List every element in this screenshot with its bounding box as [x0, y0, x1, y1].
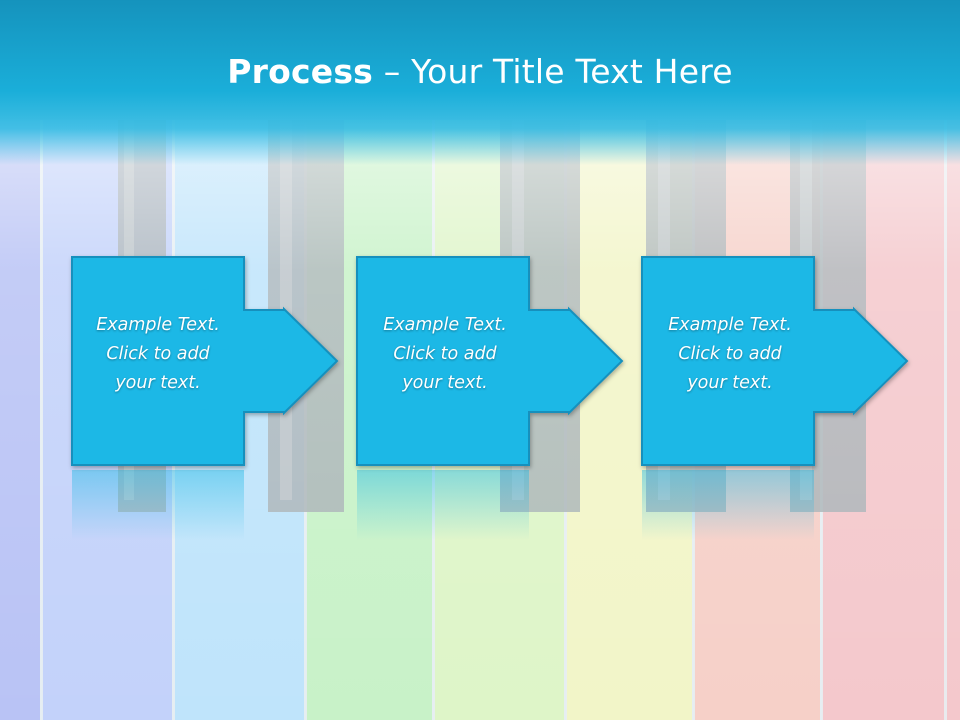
step-2-line-2: Click to add — [393, 344, 497, 364]
step-1-arrow-shape — [71, 256, 339, 466]
process-step-1[interactable] — [71, 256, 339, 466]
step-3-line-1: Example Text. — [668, 315, 792, 335]
step-1-line-2: Click to add — [106, 344, 210, 364]
step-1-line-1: Example Text. — [96, 315, 220, 335]
step-1-text[interactable]: Example Text. Click to add your text. — [72, 311, 244, 398]
step-2-line-1: Example Text. — [383, 315, 507, 335]
process-step-2[interactable] — [356, 256, 624, 466]
step-2-line-3: your text. — [402, 373, 488, 393]
step-3-arrow-shape — [641, 256, 909, 466]
title-bar — [0, 0, 960, 165]
step-3-line-3: your text. — [687, 373, 773, 393]
step-3-text[interactable]: Example Text. Click to add your text. — [642, 311, 818, 398]
step-2-text[interactable]: Example Text. Click to add your text. — [357, 311, 533, 398]
step-3-line-2: Click to add — [678, 344, 782, 364]
process-step-3[interactable] — [641, 256, 909, 466]
step-reflections — [72, 470, 814, 540]
title-rest-text: – Your Title Text Here — [373, 52, 733, 91]
title-bold-word: Process — [227, 52, 374, 91]
step-1-line-3: your text. — [115, 373, 201, 393]
slide-title[interactable]: Process – Your Title Text Here — [0, 52, 960, 91]
step-2-arrow-shape — [356, 256, 624, 466]
